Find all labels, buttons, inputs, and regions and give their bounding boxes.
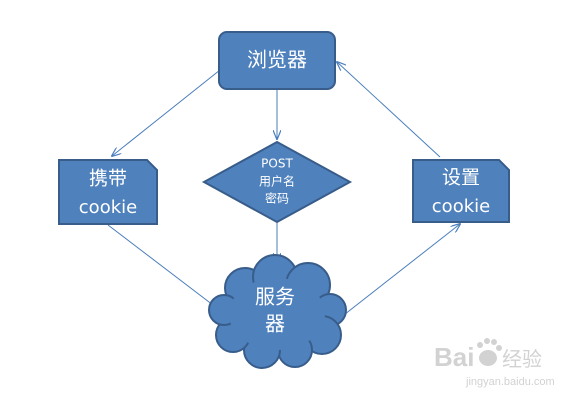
set-cookie-box <box>412 159 510 223</box>
post-node: POST 用户名 密码 <box>201 140 353 224</box>
server-label-line2: 器 <box>265 312 285 336</box>
post-label-line2: 用户名 <box>259 174 295 189</box>
connectors <box>107 62 460 319</box>
arrow-carry-cookie-to-server <box>107 224 230 318</box>
carry-cookie-label-line1: 携带 <box>89 168 127 190</box>
arrow-browser-to-carry-cookie <box>112 69 221 156</box>
baidu-watermark: Bai 经验 jingyan.baidu.com <box>434 338 555 388</box>
server-node: 服务 器 <box>208 254 347 369</box>
watermark-brand: Bai <box>434 342 474 372</box>
server-label-line1: 服务 <box>255 285 295 309</box>
post-label-line1: POST <box>261 157 293 171</box>
carry-cookie-label-line2: cookie <box>79 197 137 218</box>
set-cookie-label-line1: 设置 <box>442 167 480 189</box>
arrow-set-cookie-to-browser <box>337 62 441 158</box>
browser-node: 浏览器 <box>218 31 336 90</box>
paw-icon <box>477 338 502 366</box>
post-diamond <box>201 140 353 224</box>
arrow-server-to-set-cookie <box>339 224 460 319</box>
browser-label: 浏览器 <box>247 48 307 72</box>
set-cookie-label-line2: cookie <box>432 196 490 217</box>
watermark-brand-2: 经验 <box>502 348 542 371</box>
post-label-line3: 密码 <box>265 191 289 206</box>
browser-box <box>218 31 336 90</box>
watermark-url: jingyan.baidu.com <box>465 376 555 388</box>
carry-cookie-box <box>58 159 158 225</box>
carry-cookie-node: 携带 cookie <box>58 159 158 225</box>
set-cookie-node: 设置 cookie <box>412 159 510 223</box>
